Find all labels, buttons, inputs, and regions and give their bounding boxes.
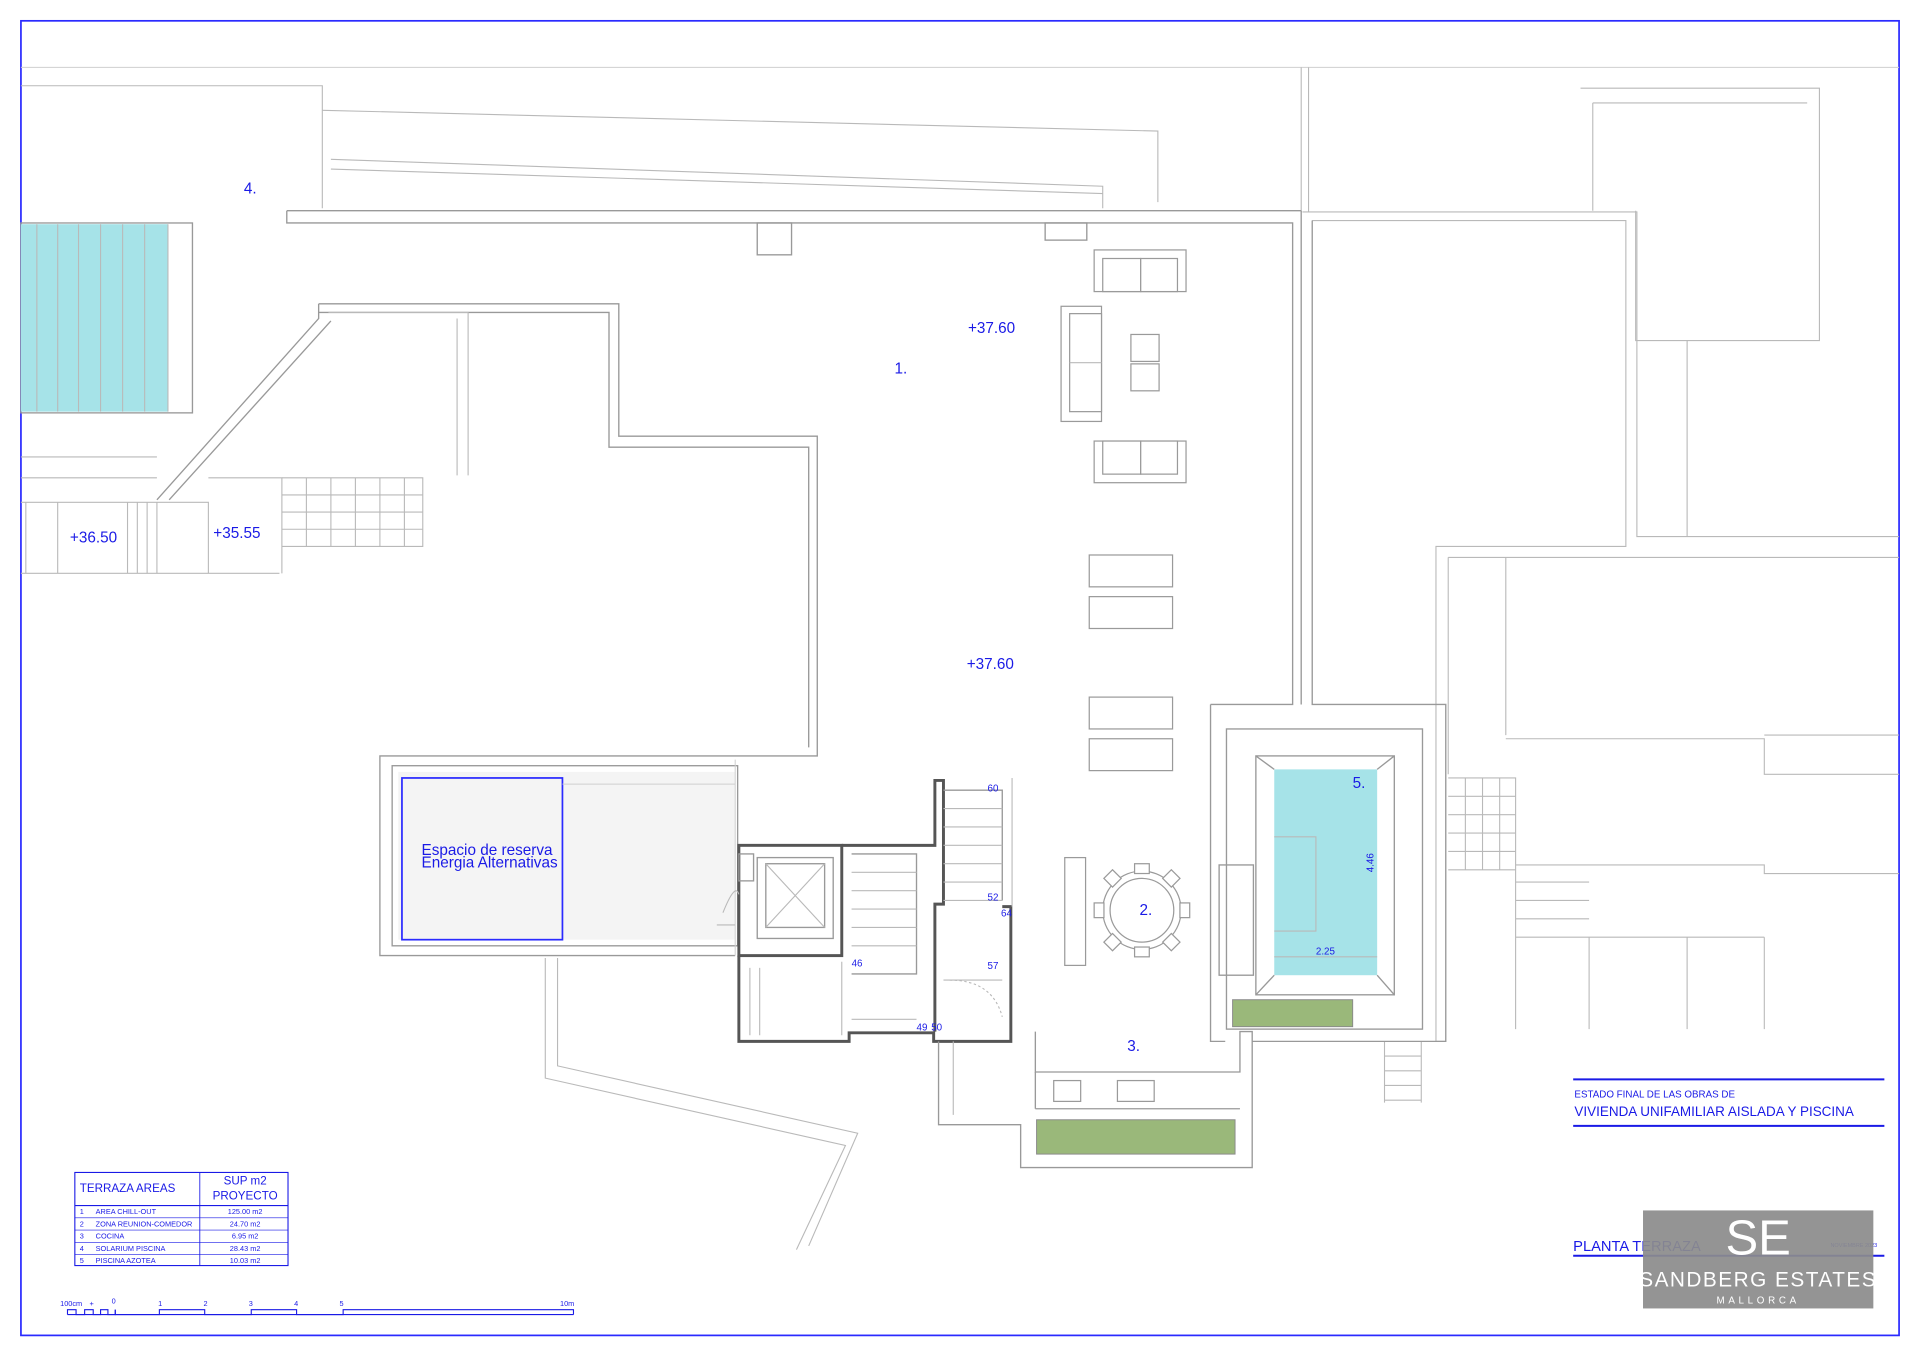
- stair-dim-2: 52: [988, 892, 999, 903]
- scale-tick: 10m: [560, 1299, 574, 1308]
- reserve-space-area: [391, 759, 739, 956]
- level-lower-2: +35.55: [213, 525, 260, 542]
- area-marker-4: 4.: [244, 181, 257, 198]
- logo-name: SANDBERG ESTATES: [1639, 1268, 1877, 1291]
- stair-dim-5: 49: [917, 1022, 928, 1033]
- table-row-num: 4: [80, 1244, 84, 1253]
- stair-dim-6: 50: [931, 1022, 942, 1033]
- table-row-num: 5: [80, 1256, 84, 1265]
- stair-dim-1: 60: [988, 783, 999, 794]
- table-row-area: 24.70 m2: [230, 1219, 261, 1228]
- roof-pool: 2.25 4.46: [1218, 728, 1424, 1030]
- pool-width-dim: 2.25: [1316, 946, 1336, 957]
- table-row-area: 125.00 m2: [228, 1207, 263, 1216]
- scale-unit-mark: +: [90, 1299, 94, 1308]
- table-row-name: SOLARIUM PISCINA: [96, 1244, 166, 1253]
- table-row-area: 6.95 m2: [232, 1232, 259, 1241]
- stair-dim-7: 64: [1001, 908, 1012, 919]
- planter-pool: [1232, 999, 1354, 1028]
- table-row-name: AREA CHILL-OUT: [96, 1207, 157, 1216]
- level-upper-2: +37.60: [967, 656, 1014, 673]
- logo-monogram: SE: [1725, 1212, 1790, 1266]
- scale-tick: 3: [249, 1299, 253, 1308]
- table-row-area: 10.03 m2: [230, 1256, 261, 1265]
- table-row-name: PISCINA AZOTEA: [96, 1256, 156, 1265]
- reserve-space-box: [401, 777, 564, 941]
- roof-pool-water: [1274, 769, 1378, 976]
- chill-out-furniture: [1060, 249, 1191, 967]
- lower-steps: [20, 477, 424, 574]
- reserve-space-label-1: Espacio de reserva: [422, 842, 553, 859]
- area-marker-1: 1.: [894, 361, 907, 378]
- area-marker-3: 3.: [1127, 1038, 1140, 1055]
- scale-bar: 100cm + 0 1 2 3 4 5 10m: [60, 1297, 574, 1316]
- area-marker-5: 5.: [1353, 775, 1366, 792]
- table-header-areas: TERRAZA AREAS: [80, 1182, 176, 1195]
- dining-chairs: [1093, 863, 1191, 958]
- sheet-border: [20, 19, 1900, 1337]
- plan-labels: 4. 1. 2. 3. 5. +37.60 +37.60 +36.50 +35.…: [70, 181, 1365, 1056]
- level-upper-1: +37.60: [968, 320, 1015, 337]
- level-lower-1: +36.50: [70, 530, 117, 547]
- planter-kitchen: [1036, 1119, 1236, 1155]
- table-row-name: ZONA REUNION-COMEDOR: [96, 1219, 193, 1228]
- scale-unit: 100cm: [60, 1299, 82, 1308]
- stair-core: 60 52 57 46 49 50 64: [716, 777, 1013, 1043]
- stair-dim-3: 57: [988, 961, 999, 972]
- scale-tick: 0: [112, 1297, 116, 1306]
- scale-tick: 5: [339, 1299, 343, 1308]
- terrace-outline: [156, 210, 1447, 1250]
- title-line-1: ESTADO FINAL DE LAS OBRAS DE: [1574, 1090, 1735, 1101]
- context-lines: [20, 67, 1900, 1103]
- solarium-pool-area: [20, 222, 194, 479]
- reserve-space-label-2: Energia Alternativas: [422, 854, 558, 871]
- table-row-num: 3: [80, 1232, 84, 1241]
- table-row-num: 2: [80, 1219, 84, 1228]
- table-row-area: 28.43 m2: [230, 1244, 261, 1253]
- area-marker-2: 2.: [1139, 902, 1152, 919]
- title-line-2: VIVIENDA UNIFAMILIAR AISLADA Y PISCINA: [1574, 1104, 1853, 1119]
- company-logo: SE SANDBERG ESTATES MALLORCA: [1639, 1210, 1877, 1309]
- table-header-proyecto: PROYECTO: [213, 1189, 278, 1202]
- table-header-sup: SUP m2: [224, 1175, 267, 1188]
- pool-length-dim: 4.46: [1365, 853, 1376, 873]
- pool-water-left: [20, 224, 168, 412]
- scale-tick: 4: [294, 1299, 298, 1308]
- area-table: TERRAZA AREAS SUP m2 PROYECTO 1 AREA CHI…: [74, 1171, 289, 1267]
- logo-location: MALLORCA: [1717, 1296, 1800, 1307]
- scale-tick: 2: [203, 1299, 207, 1308]
- table-row-name: COCINA: [96, 1232, 125, 1241]
- kitchen-area: [937, 1030, 1253, 1169]
- stair-dim-4: 46: [852, 959, 863, 970]
- table-row-num: 1: [80, 1207, 84, 1216]
- scale-tick: 1: [158, 1299, 162, 1308]
